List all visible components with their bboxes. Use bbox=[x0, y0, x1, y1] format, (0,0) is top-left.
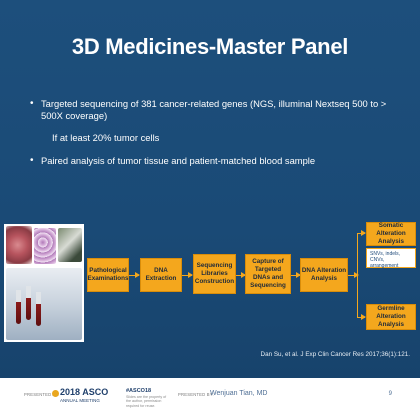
arrow-icon bbox=[357, 314, 366, 320]
step-dna-extraction: DNA Extraction bbox=[140, 258, 182, 292]
histology-slide-image bbox=[34, 228, 56, 264]
bullet-text: Targeted sequencing of 381 cancer-relate… bbox=[41, 98, 387, 121]
meeting-year: 2018 ASCO bbox=[60, 387, 109, 397]
sub-bullet-text: If at least 20% tumor cells bbox=[52, 132, 160, 143]
arrow-icon bbox=[182, 272, 193, 278]
presenter-name: Wenjuan Tian, MD bbox=[210, 390, 268, 397]
tumor-tissue-image bbox=[6, 226, 32, 264]
bullet-dot: • bbox=[30, 98, 34, 109]
asco-hashtag-note: Slides are the property of the author, p… bbox=[126, 395, 167, 408]
bullet-item: • Targeted sequencing of 381 cancer-rela… bbox=[30, 98, 410, 122]
blood-tube-icon bbox=[26, 286, 31, 320]
asco-hashtag: #ASCO18 bbox=[126, 388, 152, 394]
somatic-alteration-box: Somatic Alteration Analysis bbox=[366, 222, 416, 246]
specimen-image bbox=[58, 228, 82, 262]
germline-alteration-box: Germline Alteration Analysis bbox=[366, 304, 416, 330]
page-number: 9 bbox=[388, 391, 392, 397]
meeting-name: ANNUAL MEETING bbox=[60, 398, 100, 403]
asco-logo-icon bbox=[52, 390, 59, 397]
somatic-detail-box: SNVs, indels, CNVs, arrangement bbox=[366, 248, 416, 269]
sample-photos bbox=[4, 224, 84, 342]
bullet-item: • Paired analysis of tumor tissue and pa… bbox=[30, 155, 410, 167]
connector-line bbox=[348, 272, 359, 278]
blood-tube-icon bbox=[16, 290, 21, 324]
bullet-text: Paired analysis of tumor tissue and pati… bbox=[41, 155, 316, 166]
connector-line bbox=[357, 233, 358, 317]
presented-at-label: PRESENTED AT: bbox=[24, 392, 59, 397]
step-capture-sequencing: Capture of Targeted DNAs and Sequencing bbox=[245, 254, 291, 294]
step-pathological-examinations: Pathological Examinations bbox=[87, 258, 129, 292]
step-sequencing-libraries: Sequencing Libraries Construction bbox=[193, 254, 236, 294]
arrow-icon bbox=[236, 272, 246, 278]
blood-tube-icon bbox=[36, 292, 41, 326]
step-dna-alteration-analysis: DNA Alteration Analysis bbox=[300, 258, 348, 292]
arrow-icon bbox=[357, 230, 366, 236]
slide: 3D Medicines-Master Panel • Targeted seq… bbox=[0, 0, 420, 378]
presented-by-label: PRESENTED BY: bbox=[178, 392, 214, 397]
bullet-dot: • bbox=[30, 155, 34, 166]
arrow-icon bbox=[129, 272, 140, 278]
arrow-icon bbox=[291, 272, 301, 278]
citation: Dan Su, et al. J Exp Clin Cancer Res 201… bbox=[260, 351, 410, 358]
bullet-list: • Targeted sequencing of 381 cancer-rela… bbox=[30, 98, 410, 167]
slide-title: 3D Medicines-Master Panel bbox=[71, 34, 349, 59]
footer: PRESENTED AT: 2018 ASCO ANNUAL MEETING #… bbox=[0, 378, 420, 420]
